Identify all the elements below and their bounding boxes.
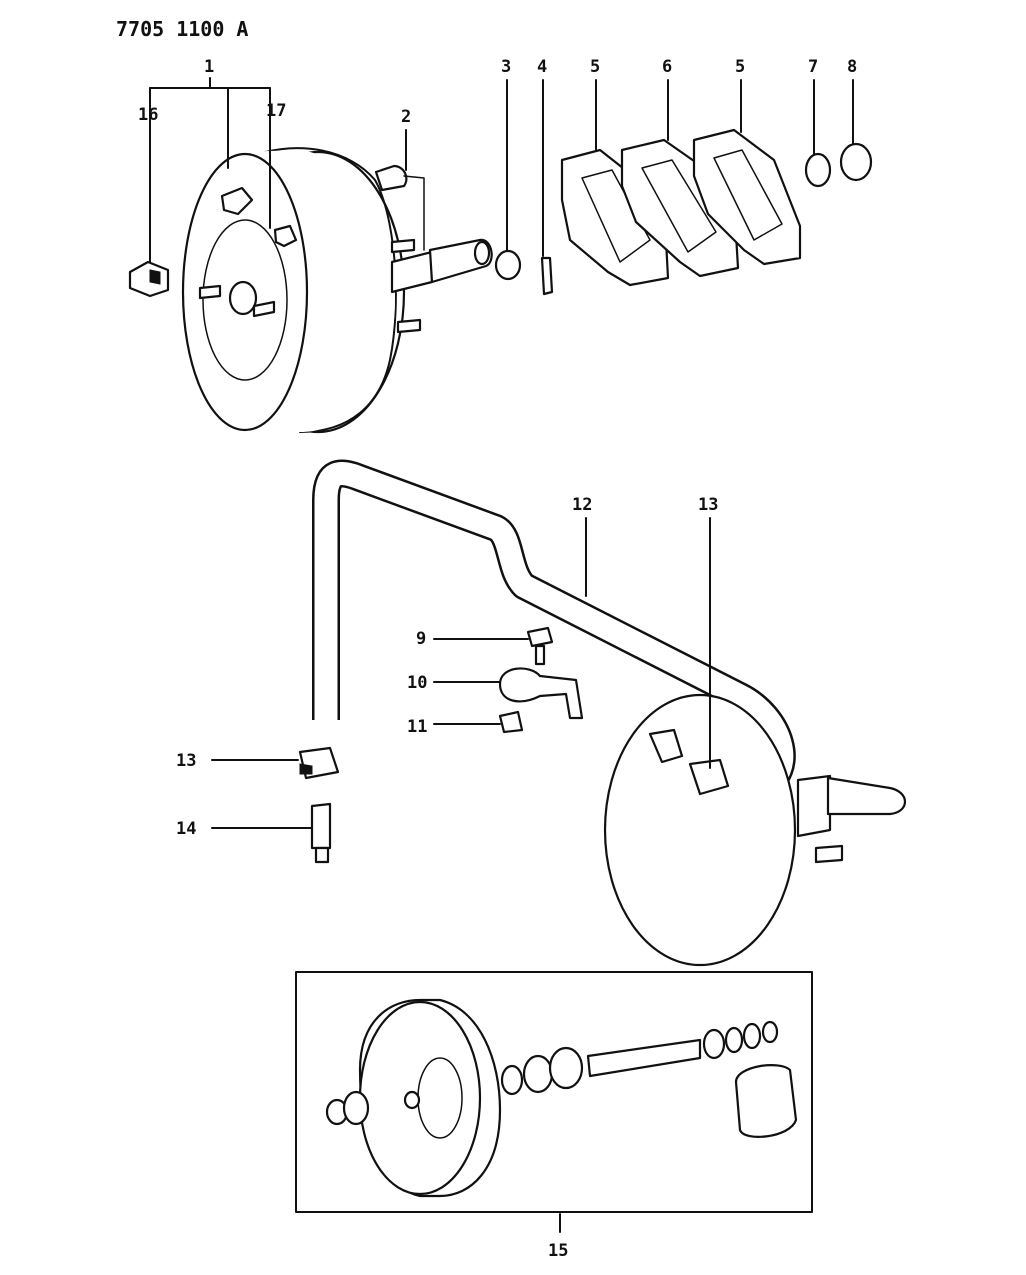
callout-2: 2	[401, 107, 411, 127]
callout-15: 15	[548, 1241, 568, 1261]
callout-1: 1	[204, 57, 214, 77]
callout-13-right: 13	[698, 495, 718, 515]
brake-booster-assembly	[181, 147, 493, 434]
callout-12: 12	[572, 495, 592, 515]
item-13-clamp-left	[298, 746, 340, 780]
callout-3: 3	[501, 57, 511, 77]
drawing-code: 7705 1100 A	[116, 17, 248, 41]
callout-5b: 5	[735, 57, 745, 77]
item-8-cap	[839, 142, 873, 182]
item-15-repair-kit-box	[295, 971, 813, 1213]
callout-7: 7	[808, 57, 818, 77]
callout-9: 9	[416, 629, 426, 649]
callout-10: 10	[407, 673, 427, 693]
callout-14: 14	[176, 819, 196, 839]
item-2-pin	[374, 164, 408, 192]
item-15-repair-kit-parts	[325, 998, 798, 1198]
item-5-gasket-rear	[692, 128, 802, 266]
callout-17: 17	[266, 101, 286, 121]
item-3-nut	[494, 249, 522, 281]
callout-16: 16	[138, 105, 158, 125]
item-14-check-valve	[310, 802, 332, 864]
callout-13-left: 13	[176, 751, 196, 771]
item-9-bolt	[526, 626, 554, 666]
callout-6: 6	[662, 57, 672, 77]
item-11-bolt	[498, 710, 524, 734]
booster-installed-view	[603, 693, 907, 967]
callout-5a: 5	[590, 57, 600, 77]
item-6-spacer	[620, 138, 740, 278]
item-4-clip	[540, 256, 554, 296]
callout-8: 8	[847, 57, 857, 77]
item-16-switch	[128, 260, 170, 298]
callout-4: 4	[537, 57, 547, 77]
item-7-seal	[804, 152, 832, 188]
callout-11: 11	[407, 717, 427, 737]
item-5-gasket-front	[560, 148, 670, 287]
item-10-bracket	[498, 667, 584, 720]
